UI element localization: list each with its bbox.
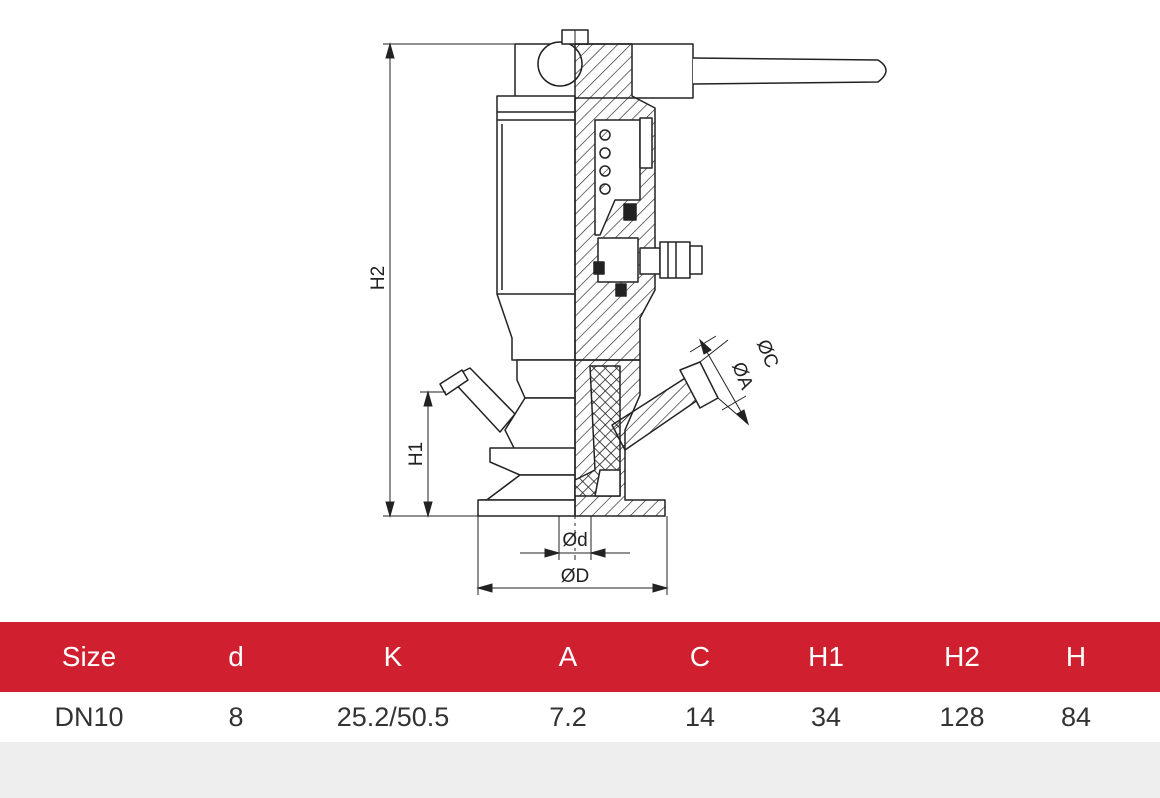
small-bore-dimension-line [520,516,630,560]
cell-a: 7.2 [549,702,587,732]
valve-technical-drawing: H2 H1 Ød ØD ØA ØC [368,29,887,595]
header-h1: H1 [808,641,844,672]
table-row: DN10 8 25.2/50.5 7.2 14 34 128 84 [0,692,1160,742]
air-connector [639,241,703,279]
header-d: d [228,641,244,672]
h1-label: H1 [406,442,427,466]
flange-diameter-label: ØD [561,566,590,587]
header-c: C [689,641,711,672]
empty-table-row [0,742,1160,798]
right-outlet-port [611,361,719,451]
cell-c: 14 [684,702,716,732]
lever-handle [514,29,887,99]
header-h: H [1065,641,1087,672]
header-h2: H2 [944,641,980,672]
h2-dimension-line [383,42,515,518]
header-k: K [383,641,403,672]
small-bore-label: Ød [562,530,587,551]
left-inlet-port [439,367,516,433]
flange-diameter-dimension-line [476,516,669,595]
cell-h2: 128 [939,702,985,732]
valve-upper-housing [496,95,576,361]
cell-d: 8 [228,702,244,732]
cell-h1: 34 [810,702,842,732]
header-a: A [558,641,578,672]
table-header-row: Size d K A C H1 H2 H [0,622,1160,692]
header-size: Size [61,641,117,672]
outlet-diameter-dimension-lines [689,335,749,426]
valve-section-view [574,43,656,361]
cell-k: 25.2/50.5 [336,702,450,732]
cell-size: DN10 [54,702,124,732]
specification-table: Size d K A C H1 H2 H DN10 8 25.2/50.5 7.… [0,622,1160,798]
outlet-inner-label: ØA [727,359,757,393]
h1-dimension-line [420,390,446,518]
outlet-outer-label: ØC [752,337,782,371]
cell-h: 84 [1060,702,1092,732]
h2-label: H2 [368,266,389,290]
